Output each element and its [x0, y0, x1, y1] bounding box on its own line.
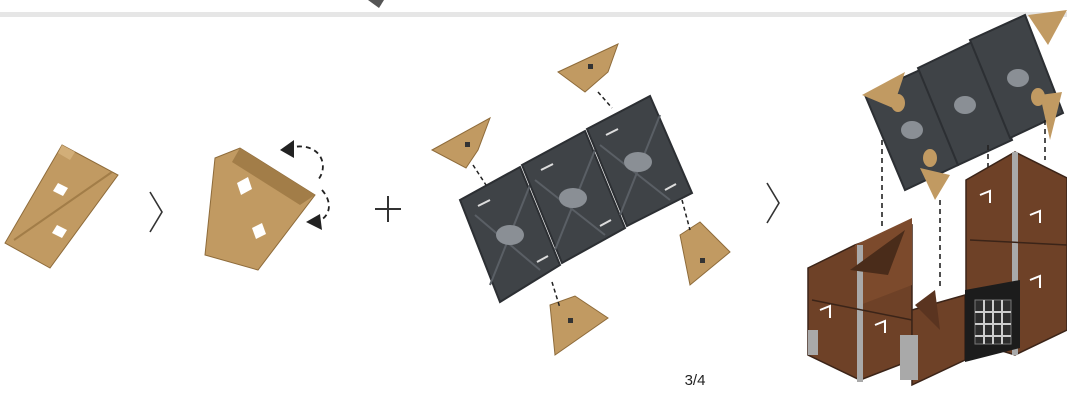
- plus-icon: [375, 196, 401, 222]
- house-door-grate: [965, 280, 1020, 362]
- corner-piece-top: [558, 44, 618, 92]
- top-fragment-icon: [368, 0, 384, 8]
- page-indicator: 3/4: [670, 372, 720, 389]
- next-step-arrow-icon: [767, 183, 779, 223]
- top-divider: [0, 12, 1067, 17]
- corner-piece-right: [680, 222, 730, 285]
- wall-panels-group: [432, 44, 730, 355]
- cardboard-piece-folded: [205, 148, 315, 270]
- next-step-arrow-icon: [150, 192, 162, 232]
- cardboard-piece-flat: [5, 145, 118, 268]
- house-assembly: [808, 10, 1067, 385]
- corner-piece-left: [432, 118, 490, 168]
